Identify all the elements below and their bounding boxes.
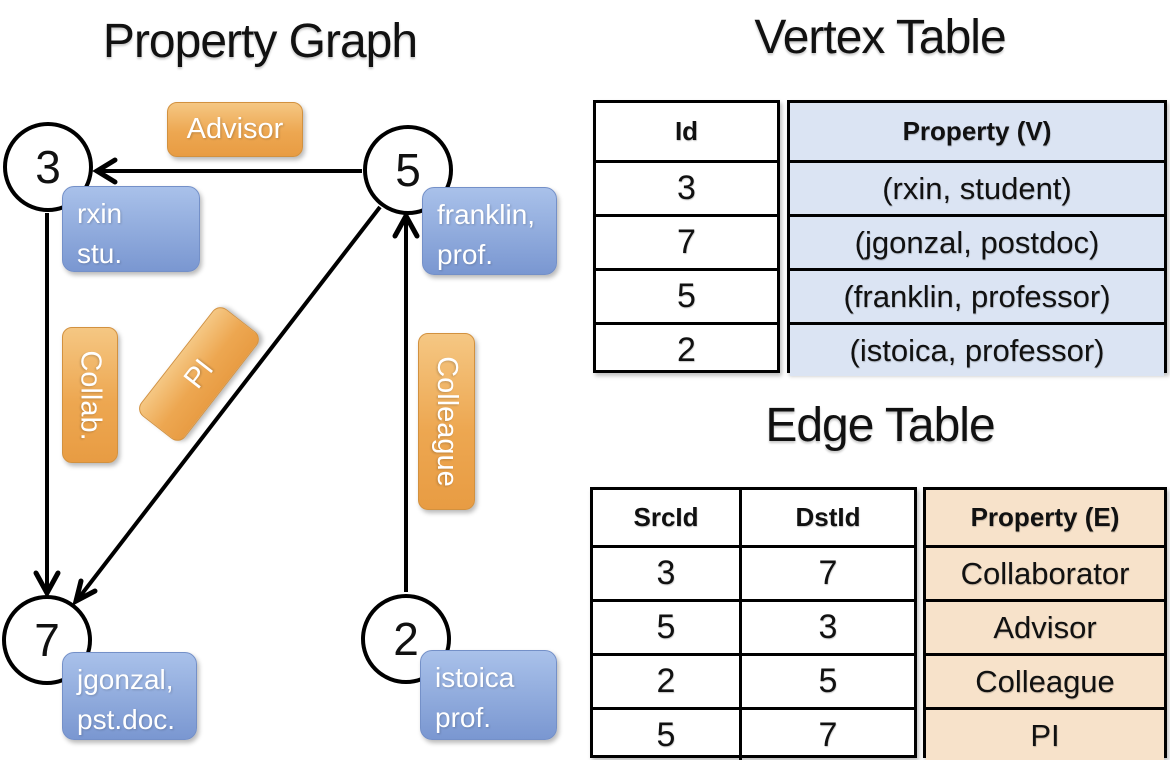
edge-label-text: Colleague xyxy=(431,356,464,487)
arrowhead-into-5 xyxy=(392,210,420,239)
edge-table-dstid-header: DstId xyxy=(795,502,861,532)
table-row: 2 xyxy=(596,322,777,376)
vertex-property-callout-2: istoica prof. xyxy=(420,650,557,740)
vertex-node-3-id: 3 xyxy=(35,141,61,193)
vertex-property-line: pst.doc. xyxy=(77,703,176,735)
vertex-id-cell: 3 xyxy=(677,169,696,207)
vertex-node-5-id: 5 xyxy=(395,144,421,196)
vertex-property-line: prof. xyxy=(437,238,494,270)
vertex-property-line: stu. xyxy=(77,237,123,269)
vertex-node-2-id: 2 xyxy=(393,613,419,665)
table-row: (rxin, student) xyxy=(790,160,1164,214)
vertex-property-line: franklin, xyxy=(437,199,536,230)
edge-property-cell: PI xyxy=(926,710,1164,760)
edge-label-collab: Collab. xyxy=(62,327,118,463)
edge-table-property-column: Property (E) Collaborator Advisor Collea… xyxy=(923,487,1167,760)
edge-label-advisor: Advisor xyxy=(167,102,303,157)
edge-5-7 xyxy=(76,205,382,601)
vertex-node-2: 2 xyxy=(361,594,451,684)
arrowhead-into-7-vertical xyxy=(33,570,61,599)
table-row: 3 7 xyxy=(593,545,914,599)
property-graph-title: Property Graph xyxy=(102,15,418,68)
arrowhead-into-7-diagonal xyxy=(72,578,98,606)
arrowhead-into-3 xyxy=(92,157,118,185)
vertex-property-line: prof. xyxy=(435,701,492,733)
table-row: PI xyxy=(926,707,1164,760)
vertex-property-line: jgonzal, xyxy=(77,664,174,695)
vertex-id-cell: 2 xyxy=(677,331,696,369)
edge-src-cell: 3 xyxy=(593,548,742,599)
table-row: 5 xyxy=(596,268,777,322)
edge-table-srcid-header: SrcId xyxy=(593,490,742,545)
edge-dst-cell: 3 xyxy=(818,608,838,646)
vertex-property-line: istoica xyxy=(435,662,515,693)
edge-table-id-columns: SrcId DstId 3 7 5 3 2 5 5 7 xyxy=(590,487,917,760)
edge-property-cell: Collaborator xyxy=(926,548,1164,599)
edge-dst-cell: 7 xyxy=(818,554,838,592)
vertex-table-id-header: Id xyxy=(674,116,699,146)
edge-label-text: Collab. xyxy=(74,349,107,441)
vertex-property-callout-5: franklin, prof. xyxy=(422,187,557,275)
vertex-id-cell: 5 xyxy=(677,277,696,315)
edge-dst-cell: 5 xyxy=(818,662,838,700)
edge-property-cell: Colleague xyxy=(926,656,1164,707)
graph-edges xyxy=(33,157,420,606)
table-row: 5 3 xyxy=(593,599,914,653)
edge-label-colleague: Colleague xyxy=(418,333,475,510)
table-row: 5 7 xyxy=(593,707,914,760)
table-row: (jgonzal, postdoc) xyxy=(790,214,1164,268)
vertex-property-cell: (istoica, professor) xyxy=(790,325,1164,376)
edge-dst-cell: 7 xyxy=(818,716,838,754)
vertex-property-line: rxin xyxy=(77,198,123,229)
vertex-id-cell: 7 xyxy=(677,223,696,261)
vertex-node-7-id: 7 xyxy=(34,614,60,666)
vertex-table-title: Vertex Table xyxy=(754,11,1006,64)
table-row: Advisor xyxy=(926,599,1164,653)
edge-src-cell: 5 xyxy=(593,602,742,653)
edge-label-text: Advisor xyxy=(186,113,284,145)
table-row: (istoica, professor) xyxy=(790,322,1164,376)
vertex-property-cell: (jgonzal, postdoc) xyxy=(790,217,1164,268)
table-row: Colleague xyxy=(926,653,1164,707)
table-row: 2 5 xyxy=(593,653,914,707)
table-row: 3 xyxy=(596,160,777,214)
vertex-property-callout-3: rxin stu. xyxy=(62,186,200,272)
table-row: (franklin, professor) xyxy=(790,268,1164,322)
table-row: Collaborator xyxy=(926,545,1164,599)
table-row: 7 xyxy=(596,214,777,268)
vertex-property-cell: (franklin, professor) xyxy=(790,271,1164,322)
edge-table-property-header: Property (E) xyxy=(926,490,1164,545)
edge-src-cell: 5 xyxy=(593,710,742,760)
vertex-table-property-column: Property (V) (rxin, student) (jgonzal, p… xyxy=(787,100,1167,376)
vertex-property-callout-7: jgonzal, pst.doc. xyxy=(62,652,197,740)
edge-src-cell: 2 xyxy=(593,656,742,707)
edge-table-title: Edge Table xyxy=(765,399,995,452)
edge-property-cell: Advisor xyxy=(926,602,1164,653)
vertex-table-id-column: Id 3 7 5 2 xyxy=(593,100,780,373)
edge-label-text: PI xyxy=(177,353,220,395)
vertex-table-property-header: Property (V) xyxy=(790,103,1164,160)
vertex-property-cell: (rxin, student) xyxy=(790,163,1164,214)
